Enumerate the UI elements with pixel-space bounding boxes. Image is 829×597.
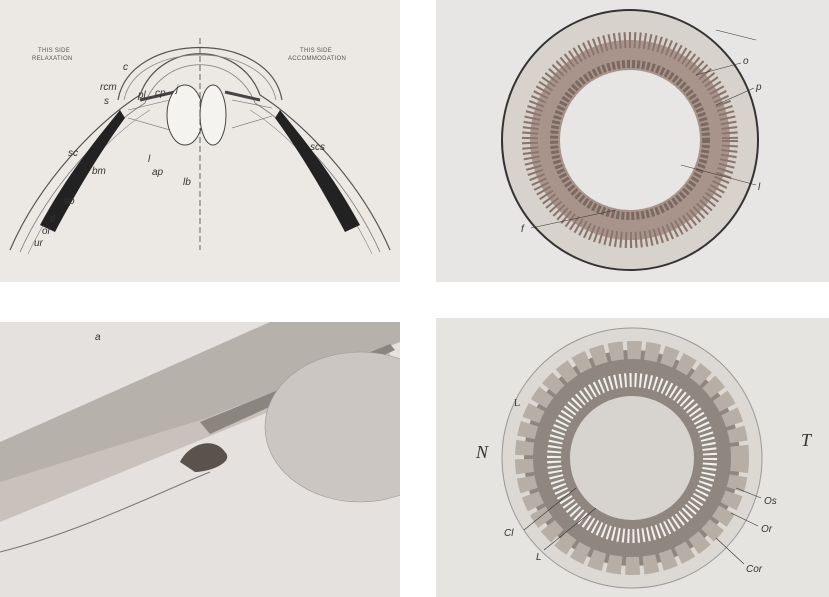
choroid-line-right xyxy=(250,110,372,254)
label-bm: bm xyxy=(92,166,106,177)
leader-o-top xyxy=(716,30,756,40)
left-caption-line-1: THIS SIDE xyxy=(38,48,70,54)
label-lb: lb xyxy=(183,177,191,188)
ciliary-ring-diagram: o p l f xyxy=(436,0,829,282)
histology-drawing: a xyxy=(0,322,400,597)
label-pl: pl xyxy=(137,90,147,101)
label-f: f xyxy=(521,224,525,235)
label-T: T xyxy=(801,430,813,450)
zonule-2 xyxy=(128,118,170,130)
label-sc: sc xyxy=(68,148,78,159)
right-caption-line-1: THIS SIDE xyxy=(300,48,332,54)
label-a: a xyxy=(95,332,101,343)
label-rcm: rcm xyxy=(100,82,117,93)
accommodation-diagram: THIS SIDE RELAXATION THIS SIDE ACCOMMODA… xyxy=(0,0,400,282)
iris-right xyxy=(225,92,260,100)
label-s: s xyxy=(104,96,109,107)
label-ap: ap xyxy=(152,167,164,178)
zonule-3 xyxy=(232,100,272,108)
label-scs: scs xyxy=(310,142,325,153)
label-Cl: Cl xyxy=(504,528,514,539)
label-ur: ur xyxy=(34,238,44,249)
label-sp: sp xyxy=(64,196,75,207)
ciliary-crown-panel: L N T Os Or Cor Cl L xyxy=(436,318,829,597)
ciliary-ring-panel: o p l f xyxy=(436,0,829,282)
lens-accommodated xyxy=(200,85,226,145)
label-L-bottom: L xyxy=(536,552,542,563)
zonule-1 xyxy=(128,100,170,110)
label-c: c xyxy=(123,62,128,73)
label-Os: Os xyxy=(764,496,777,507)
label-Or: Or xyxy=(761,524,773,535)
central-pupil-area xyxy=(560,70,700,210)
left-caption-line-2: RELAXATION xyxy=(32,56,73,62)
label-N: N xyxy=(475,442,489,462)
lens-relaxed xyxy=(167,85,203,145)
histology-section-panel: a xyxy=(0,322,400,597)
label-ol: ol xyxy=(42,226,51,237)
ciliary-muscle-right xyxy=(275,110,360,232)
zonule-4 xyxy=(232,116,272,128)
ciliary-process-cluster xyxy=(180,443,227,472)
label-Cor: Cor xyxy=(746,564,763,575)
label-l2: l xyxy=(758,182,761,193)
label-cp: cp xyxy=(155,88,166,99)
right-caption-line-2: ACCOMMODATION xyxy=(288,56,346,62)
ciliary-crown-diagram: L N T Os Or Cor Cl L xyxy=(436,318,829,597)
label-ti: ti xyxy=(50,214,56,225)
central-lens xyxy=(570,396,694,520)
label-o: o xyxy=(743,56,749,67)
accommodation-cross-section-panel: THIS SIDE RELAXATION THIS SIDE ACCOMMODA… xyxy=(0,0,400,282)
label-L-top: L xyxy=(514,398,520,409)
label-p: p xyxy=(755,82,762,93)
label-l: l xyxy=(148,154,151,165)
